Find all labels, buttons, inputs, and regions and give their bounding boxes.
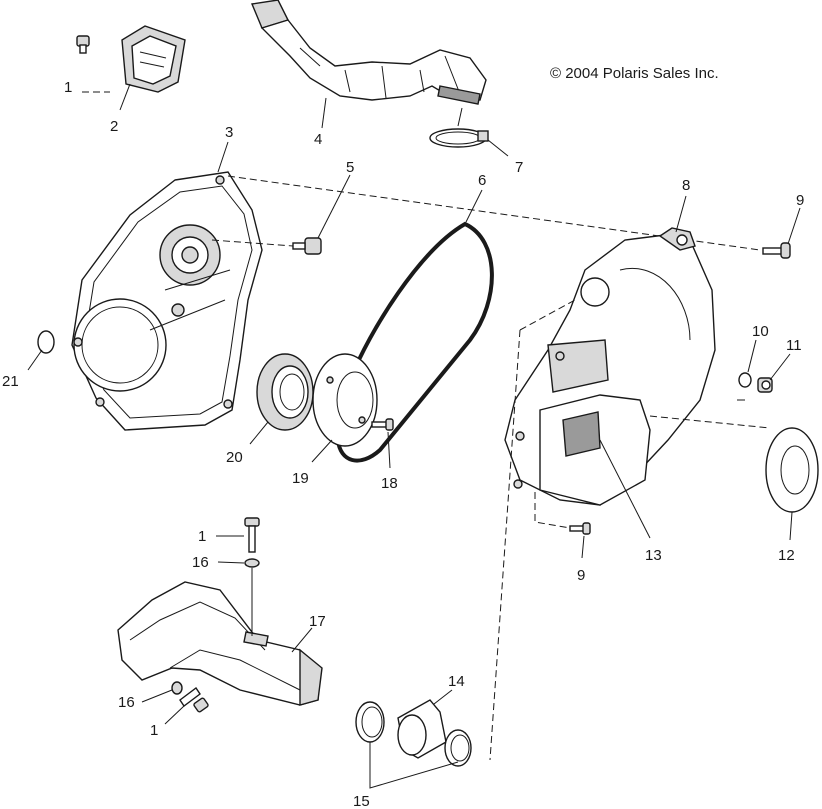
part-15-clamp-right (444, 729, 472, 767)
leader-14 (433, 689, 453, 705)
leader-5-axis (211, 239, 294, 247)
leader-21 (27, 349, 43, 371)
callout-15: 15 (353, 793, 370, 809)
part-17-exhaust-duct (117, 581, 323, 706)
callout-3: 3 (225, 124, 233, 141)
leader-3 (217, 141, 229, 173)
leader-4 (321, 97, 327, 129)
copyright-text: © 2004 Polaris Sales Inc. (550, 65, 719, 82)
leader-6 (465, 189, 483, 223)
callout-11: 11 (786, 337, 802, 354)
callout-9-bottom: 9 (577, 567, 585, 584)
leader-12-axis (649, 415, 771, 429)
part-1-bolt-upper (244, 517, 260, 553)
part-6-drive-belt (335, 221, 494, 463)
part-9-screw-bottom (569, 522, 591, 535)
callout-18: 18 (381, 475, 398, 492)
callout-8: 8 (682, 177, 690, 194)
leader-1-lower (164, 705, 185, 725)
leader-7 (487, 139, 509, 157)
part-4-intake-duct (251, 0, 487, 105)
alignment-line-8-15 (489, 329, 521, 761)
callout-14: 14 (448, 673, 465, 690)
leader-18 (387, 431, 391, 469)
leader-8 (675, 195, 687, 233)
callout-16-upper: 16 (192, 554, 209, 571)
leader-19 (311, 439, 333, 463)
callout-12: 12 (778, 547, 795, 564)
leader-16-upper (217, 561, 245, 564)
callout-1-lower: 1 (150, 722, 158, 739)
callout-1-top: 1 (64, 79, 72, 96)
callout-7: 7 (515, 159, 523, 176)
leader-20 (249, 421, 269, 445)
part-1-bolt-lower (179, 686, 209, 713)
part-12-cover-seal (765, 427, 819, 513)
callout-1-upper: 1 (198, 528, 206, 545)
part-16-washer-lower (171, 681, 183, 695)
part-15-clamp-left (355, 701, 385, 743)
part-21-plug (37, 330, 55, 354)
leader-5 (317, 174, 351, 239)
callout-20: 20 (226, 449, 243, 466)
part-19-seal-plate (312, 353, 378, 447)
callout-4: 4 (314, 131, 322, 148)
leader-11 (769, 353, 791, 381)
part-1-bolt-top (76, 35, 90, 54)
part-16-washer-upper (244, 558, 260, 568)
callout-2: 2 (110, 118, 118, 135)
part-10-o-ring (738, 372, 752, 388)
part-18-screw (371, 418, 394, 431)
callout-16-lower: 16 (118, 694, 135, 711)
leader-15 (369, 742, 459, 789)
callout-19: 19 (292, 470, 309, 487)
callout-17: 17 (309, 613, 326, 630)
part-14-coupler (397, 699, 447, 759)
leader-2 (119, 83, 131, 111)
part-3-inner-cover (71, 171, 263, 431)
part-11-drain-plug (757, 377, 773, 393)
leader-13 (599, 439, 651, 539)
part-8-outer-cover (504, 227, 716, 506)
part-20-seal (256, 353, 314, 431)
part-7-hose-clamp (429, 107, 489, 148)
leader-9-top (787, 207, 801, 245)
leader-16-lower (141, 689, 173, 703)
callout-9-top: 9 (796, 192, 804, 209)
callout-5: 5 (346, 159, 354, 176)
leader-9-bottom (581, 535, 585, 559)
leader-10 (747, 339, 757, 373)
leader-17 (291, 627, 313, 653)
part-9-screw-top (762, 242, 791, 259)
part-5-bolt (292, 237, 322, 255)
part-2-intake-boot (121, 25, 186, 93)
callout-21: 21 (2, 373, 19, 390)
callout-10: 10 (752, 323, 769, 340)
callout-13: 13 (645, 547, 662, 564)
alignment-line-3-9 (227, 175, 761, 251)
callout-6: 6 (478, 172, 486, 189)
leader-12 (789, 511, 793, 541)
